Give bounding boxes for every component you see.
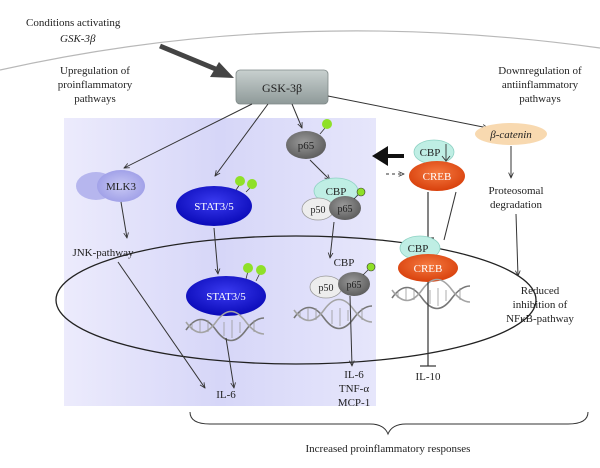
stat-nucleus-node: STAT3/5 [186, 263, 266, 316]
creb-top-node: CBP CREB [409, 139, 465, 191]
creb-nucleus-node: CBP CREB [398, 235, 458, 282]
nfkb-nucleus-complex: CBP p50 p65 [309, 257, 376, 299]
dna-helix-nfkb [293, 298, 373, 330]
nfkb-cyto-complex: CBP p50 p65 [301, 177, 366, 221]
response-brace [189, 411, 589, 436]
upregulation-label-3: pathways [74, 93, 116, 105]
beta-catenin-node: β-catenin [475, 123, 547, 145]
cbp-cyto-label: CBP [326, 186, 347, 198]
p65-top-phospho [322, 119, 332, 129]
p65-top-label: p65 [298, 140, 315, 152]
cbp-creb-top-label: CBP [420, 147, 441, 159]
il10-label: IL-10 [415, 371, 441, 383]
stat-nucleus-phospho-1 [243, 263, 253, 273]
p65-cyto-phospho [356, 187, 366, 197]
mlk3-label: MLK3 [106, 181, 136, 193]
cell-membrane [0, 30, 600, 71]
dna-helix-creb [391, 278, 471, 310]
creb-secondary-line [443, 191, 457, 241]
cbp-nucleus-label: CBP [334, 257, 355, 269]
cbp-creb-nucleus-label: CBP [408, 243, 429, 255]
conditions-label-1: Conditions activating [26, 17, 121, 29]
upregulation-label-1: Upregulation of [60, 65, 130, 77]
stat-to-il6-arrow [225, 337, 234, 388]
stat-top-label: STAT3/5 [194, 201, 234, 213]
gsk-output-arrows [124, 95, 488, 176]
proteosomal-label-2: degradation [490, 199, 542, 211]
reduced-label-1: Reduced [521, 285, 560, 297]
nfkb-translocation-arrow [330, 221, 335, 258]
creb-nucleus-label: CREB [414, 263, 443, 275]
cytokines-label-3: MCP-1 [338, 397, 370, 409]
downregulation-label-3: pathways [519, 93, 561, 105]
activation-arrow [159, 43, 234, 78]
p65-cyto-label: p65 [338, 204, 353, 215]
p65-to-complex-arrow [309, 159, 330, 180]
conditions-label-2: GSK-3β [60, 33, 96, 45]
degradation-to-reduced-arrow [516, 213, 518, 276]
p50-cyto-label: p50 [311, 205, 326, 216]
competition-arrow [372, 146, 404, 166]
upregulation-label-2: proinflammatory [58, 79, 133, 91]
proinflammatory-region [64, 118, 376, 406]
mlk3-to-jnk-arrow [120, 201, 127, 238]
jnk-label: JNK-pathway [72, 247, 134, 259]
stat-nucleus-phospho-2 [256, 265, 266, 275]
gsk3b-label: GSK-3β [262, 81, 302, 95]
reduced-label-3: NFκB-pathway [506, 313, 574, 325]
downregulation-label-1: Downregulation of [498, 65, 582, 77]
cytokines-label-1: IL-6 [344, 369, 364, 381]
stat-nucleus-label: STAT3/5 [206, 291, 246, 303]
il6-left-label: IL-6 [216, 389, 236, 401]
stat-top-phospho-1 [235, 176, 245, 186]
reduced-label-2: inhibition of [513, 299, 568, 311]
gsk3b-node: GSK-3β [235, 69, 329, 105]
stat-top-node: STAT3/5 [176, 176, 257, 226]
p65-nucleus-phospho [366, 262, 376, 272]
p65-top-node: p65 [286, 119, 332, 159]
proteosomal-label-1: Proteosomal [489, 185, 544, 197]
mlk3-node: MLK3 [76, 170, 145, 202]
nfkb-to-cytokines-arrow [350, 295, 352, 366]
p65-nucleus-label: p65 [347, 280, 362, 291]
downregulation-label-2: antiinflammatory [502, 79, 579, 91]
stat-top-phospho-2 [247, 179, 257, 189]
jnk-to-il6-arrow [117, 261, 205, 388]
beta-catenin-label: β-catenin [489, 129, 532, 141]
stat-translocation-arrow [213, 227, 218, 274]
nucleus [55, 235, 537, 365]
increased-response-label: Increased proinflammatory responses [306, 443, 471, 455]
creb-top-label: CREB [423, 171, 452, 183]
cytokines-label-2: TNF-α [339, 383, 369, 395]
dna-helix-stat [185, 310, 265, 342]
p50-nucleus-label: p50 [319, 283, 334, 294]
